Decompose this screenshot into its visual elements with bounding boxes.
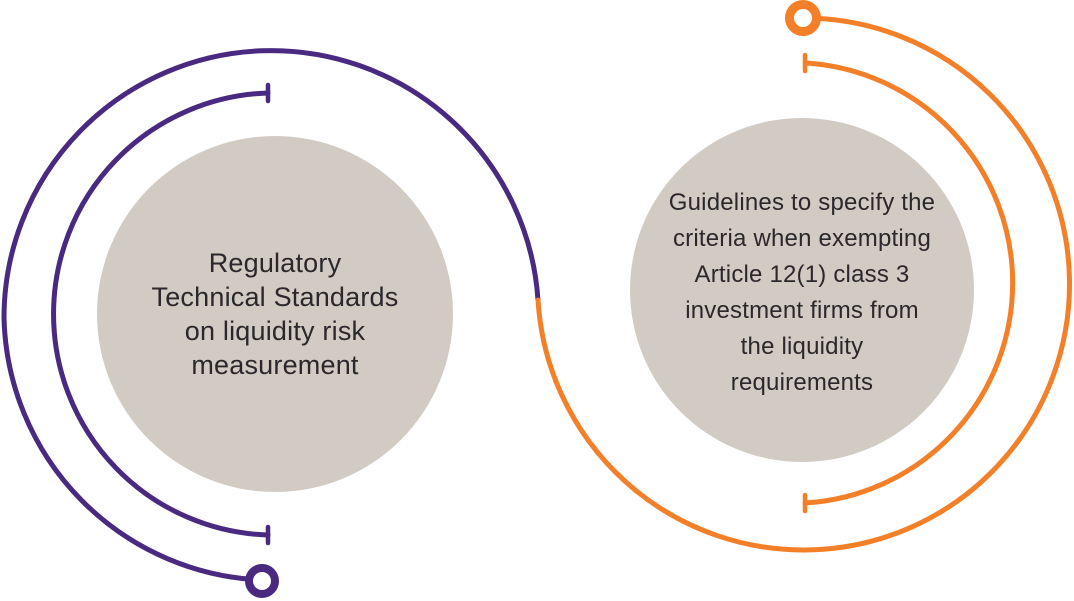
right-node-text-line: investment firms from [685,297,919,324]
right-circle-node: Guidelines to specify the criteria when … [630,118,974,462]
left-circle-node: Regulatory Technical Standards on liquid… [97,136,453,492]
purple-donut-marker-icon [245,564,279,598]
left-node-text-line: Technical Standards [151,282,399,312]
right-node-text-line: Guidelines to specify the [668,189,936,216]
right-inner-arc [802,60,1016,506]
right-node-text-line: the liquidity [740,333,864,360]
left-node-text-line: measurement [191,350,359,380]
left-node-text-line: on liquidity risk [184,316,366,346]
right-node-text-line: Article 12(1) class 3 [694,261,910,288]
orange-donut-marker-icon [785,0,821,36]
left-outer-arc [1,48,541,583]
left-inner-arc [51,90,271,538]
right-outer-arc [535,15,1072,553]
left-node-text-line: Regulatory [208,248,342,278]
right-node-text-line: criteria when exempting [672,225,932,252]
right-node-text-line: requirements [730,369,874,396]
